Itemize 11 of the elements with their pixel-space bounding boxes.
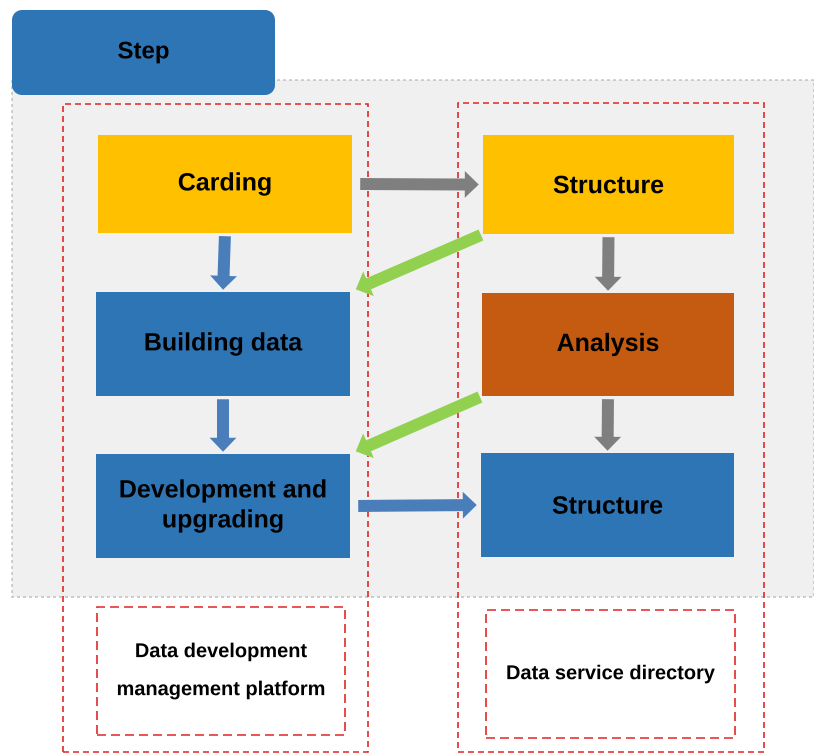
process-box: Carding xyxy=(98,135,352,233)
process-box: Structure xyxy=(481,453,734,557)
step-tab: Step xyxy=(12,10,275,95)
column-frame xyxy=(62,103,369,753)
process-box: Development and upgrading xyxy=(96,454,350,558)
caption-box: Data development management platform xyxy=(96,606,346,736)
column-frame xyxy=(457,102,765,753)
process-box: Structure xyxy=(483,135,734,234)
process-box: Building data xyxy=(96,292,350,396)
caption-box: Data service directory xyxy=(485,609,736,739)
process-box: Analysis xyxy=(482,293,734,396)
